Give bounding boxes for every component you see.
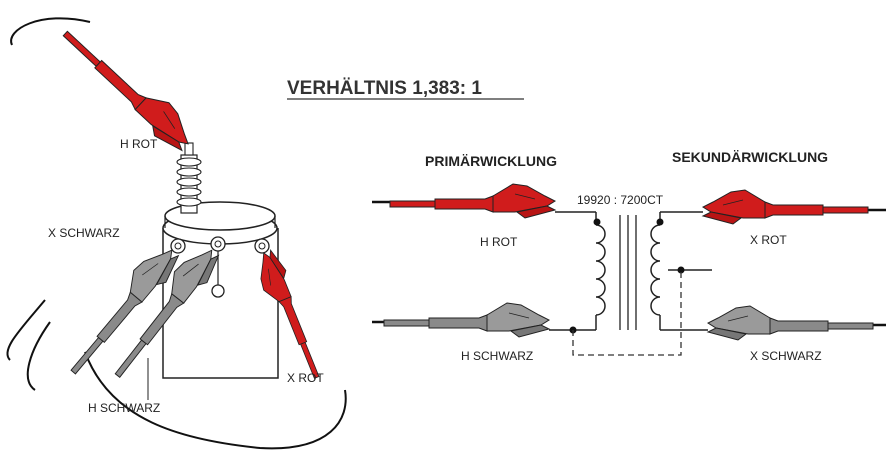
left-label-x-schwarz: X SCHWARZ: [48, 226, 120, 240]
right-schematic: PRIMÄRWICKLUNG SEKUNDÄRWICKLUNG 19920 : …: [372, 149, 886, 363]
dashed-jumper: [572, 270, 682, 356]
hv-bushing: [176, 142, 202, 214]
lv-terminals: [170, 236, 270, 298]
secondary-winding-heading: SEKUNDÄRWICKLUNG: [672, 149, 828, 165]
x-schwarz-clip-right: [707, 305, 874, 341]
left-label-h-schwarz: H SCHWARZ: [88, 401, 160, 415]
wire-h-rot: [10, 17, 91, 46]
wire-x-schwarz-1: [6, 299, 46, 361]
wire-x-schwarz-2: [26, 321, 51, 391]
turns-ratio-label: 19920 : 7200CT: [577, 193, 664, 207]
h-rot-clip-left: [55, 18, 201, 157]
wire-x-rot: [84, 351, 347, 450]
x-rot-clip-right: [702, 189, 869, 225]
h-schwarz-clip-right: [383, 302, 550, 338]
right-label-h-schwarz: H SCHWARZ: [461, 349, 533, 363]
primary-winding-heading: PRIMÄRWICKLUNG: [425, 153, 557, 169]
ratio-title: VERHÄLTNIS 1,383: 1: [287, 78, 482, 99]
left-label-x-rot: X ROT: [287, 371, 324, 385]
primary-polarity-dot: [593, 218, 601, 226]
right-label-h-rot: H ROT: [480, 235, 518, 249]
transformer-core: [619, 215, 637, 330]
right-label-x-rot: X ROT: [750, 233, 787, 247]
primary-winding: [549, 211, 606, 331]
left-label-h-rot: H ROT: [120, 137, 158, 151]
right-label-x-schwarz: X SCHWARZ: [750, 349, 822, 363]
secondary-polarity-dot: [656, 218, 664, 226]
center-tap-dot: [677, 266, 685, 274]
h-rot-clip-right: [389, 183, 556, 219]
left-transformer-illustration: H ROT X SCHWARZ H SCHWARZ X ROT: [6, 17, 347, 450]
secondary-winding: [650, 211, 712, 331]
